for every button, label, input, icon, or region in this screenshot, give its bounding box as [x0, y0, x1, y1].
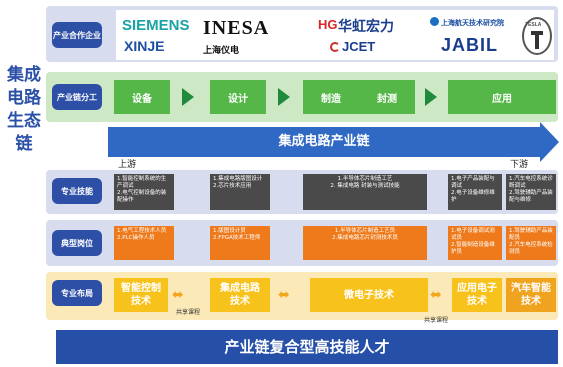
position-box: 1.半导体芯片制造工艺员 2.集成电路芯片封测技术员 — [303, 226, 427, 260]
hhgrace-prefix-logo: HG — [318, 17, 338, 32]
chevron-right-icon — [278, 88, 290, 106]
xinje-logo: XINJE — [124, 38, 165, 54]
siemens-logo: SIEMENS — [122, 17, 190, 34]
sast-icon — [430, 17, 439, 26]
hhgrace-logo: 华虹宏力 — [338, 18, 394, 34]
chain-step-manufacture: 制造 — [303, 80, 359, 114]
skill-box: 1.集成电路版图设计 2.芯片技术应用 — [210, 174, 270, 210]
inesa-logo: INESA — [203, 17, 270, 39]
jabil-logo: JABIL — [441, 35, 499, 55]
upstream-label: 上游 — [118, 160, 137, 170]
double-arrow-icon: ⬌ — [172, 287, 184, 303]
skill-box: 1.智能控制系统的生产调试 2.电气控制设备的装配操作 — [114, 174, 174, 210]
inesa-cn-logo: 上海仪电 — [203, 45, 240, 55]
position-box: 1.电气工程技术人员 2.PLC操作人员 — [114, 226, 174, 260]
major-box: 集成电路技术 — [210, 278, 270, 312]
positions-label: 典型岗位 — [52, 230, 102, 256]
tesla-logo-badge — [522, 17, 552, 55]
chevron-right-icon — [182, 88, 194, 106]
double-arrow-icon: ⬌ — [278, 287, 290, 303]
chain-label: 产业链分工 — [52, 84, 102, 110]
tesla-t-stem — [535, 33, 539, 49]
sast-logo: 上海航天技术研究院 — [441, 20, 504, 27]
shared-course-label: 共享课程 — [424, 317, 449, 324]
major-box: 汽车智能技术 — [506, 278, 556, 312]
chain-arrow-head — [540, 122, 559, 162]
majors-label: 专业布局 — [52, 280, 102, 306]
major-box: 智能控制技术 — [114, 278, 168, 312]
chain-step-packaging: 封测 — [359, 80, 415, 114]
chain-arrow-title: 集成电路产业链 — [278, 134, 370, 149]
major-box: 微电子技术 — [310, 278, 428, 312]
chain-step-equipment: 设备 — [114, 80, 170, 114]
partners-label: 产业合作企业 — [52, 22, 102, 48]
chain-step-design: 设计 — [210, 80, 266, 114]
skill-box: 1.半导体芯片制造工艺 2. 集成电路 封装与测试技能 — [303, 174, 427, 210]
position-box: 1.版图设计员 2.FPGA技术工程师 — [210, 226, 270, 260]
jcet-icon — [330, 42, 340, 52]
side-title: 集成电路生态链 — [7, 65, 41, 154]
major-box: 应用电子技术 — [452, 278, 502, 312]
double-arrow-icon: ⬌ — [430, 287, 442, 303]
shared-course-label: 共享课程 — [176, 309, 201, 316]
chevron-right-icon — [425, 88, 437, 106]
position-box: 1.驾驶辅助产品装配员 2.汽车电控系统检测员 — [506, 226, 556, 260]
tesla-logo: TESLA — [525, 22, 542, 28]
position-box: 1.电子设备调试测试员 2.智能制造设备维护员 — [448, 226, 502, 260]
skill-box: 1.汽车电控系统诊断调试 2.驾驶辅助产品装配与维修 — [506, 174, 556, 210]
footer-banner: 产业链复合型高技能人才 — [56, 330, 558, 364]
jcet-logo: JCET — [342, 39, 376, 54]
skills-label: 专业技能 — [52, 178, 102, 204]
skill-box: 1.电子产品装配与调试 2.电子设备维修维护 — [448, 174, 502, 210]
chain-arrow-body — [108, 127, 540, 157]
chain-step-application: 应用 — [448, 80, 556, 114]
downstream-label: 下游 — [510, 160, 529, 170]
